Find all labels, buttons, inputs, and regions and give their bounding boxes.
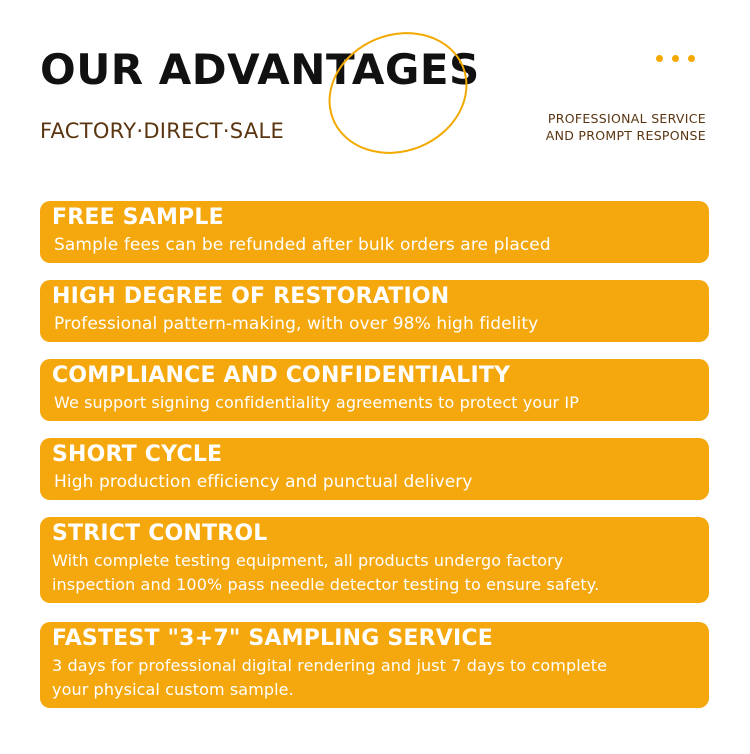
advantage-description-line: 3 days for professional digital renderin… — [52, 656, 608, 675]
advantage-description: Professional pattern-making, with over 9… — [54, 314, 539, 334]
dot-icon — [688, 55, 695, 62]
advantage-card-compliance: COMPLIANCE AND CONFIDENTIALITY We suppor… — [40, 359, 709, 421]
advantage-description: With complete testing equipment, all pro… — [52, 549, 703, 597]
advantage-card-restoration: HIGH DEGREE OF RESTORATION Professional … — [40, 280, 709, 342]
dot-icon — [672, 55, 679, 62]
advantage-title: COMPLIANCE AND CONFIDENTIALITY — [52, 363, 511, 388]
advantage-title: FREE SAMPLE — [52, 205, 224, 230]
tagline-line: AND PROMPT RESPONSE — [545, 128, 706, 143]
tagline-line: PROFESSIONAL SERVICE — [547, 111, 706, 126]
advantage-description: Sample fees can be refunded after bulk o… — [54, 235, 551, 255]
advantage-description-line: your physical custom sample. — [52, 680, 294, 699]
page-subtitle: FACTORY·DIRECT·SALE — [40, 119, 285, 143]
advantage-description: High production efficiency and punctual … — [54, 472, 473, 492]
advantage-title: SHORT CYCLE — [52, 442, 223, 467]
advantage-card-fastest-sampling: FASTEST "3+7" SAMPLING SERVICE 3 days fo… — [40, 622, 709, 708]
advantage-description-line: With complete testing equipment, all pro… — [52, 551, 564, 570]
advantage-card-free-sample: FREE SAMPLE Sample fees can be refunded … — [40, 201, 709, 263]
dot-icon — [656, 55, 663, 62]
advantage-title: HIGH DEGREE OF RESTORATION — [52, 284, 450, 309]
more-dots-icon — [656, 55, 695, 62]
page-title: OUR ADVANTAGES — [40, 45, 480, 94]
advantage-title: FASTEST "3+7" SAMPLING SERVICE — [52, 626, 493, 651]
advantage-description: 3 days for professional digital renderin… — [52, 654, 703, 702]
advantage-description-line: inspection and 100% pass needle detector… — [52, 575, 600, 594]
advantage-description: We support signing confidentiality agree… — [54, 393, 579, 412]
tagline: PROFESSIONAL SERVICE AND PROMPT RESPONSE — [546, 110, 706, 144]
advantage-card-short-cycle: SHORT CYCLE High production efficiency a… — [40, 438, 709, 500]
advantage-title: STRICT CONTROL — [52, 521, 268, 546]
advantage-card-strict-control: STRICT CONTROL With complete testing equ… — [40, 517, 709, 603]
